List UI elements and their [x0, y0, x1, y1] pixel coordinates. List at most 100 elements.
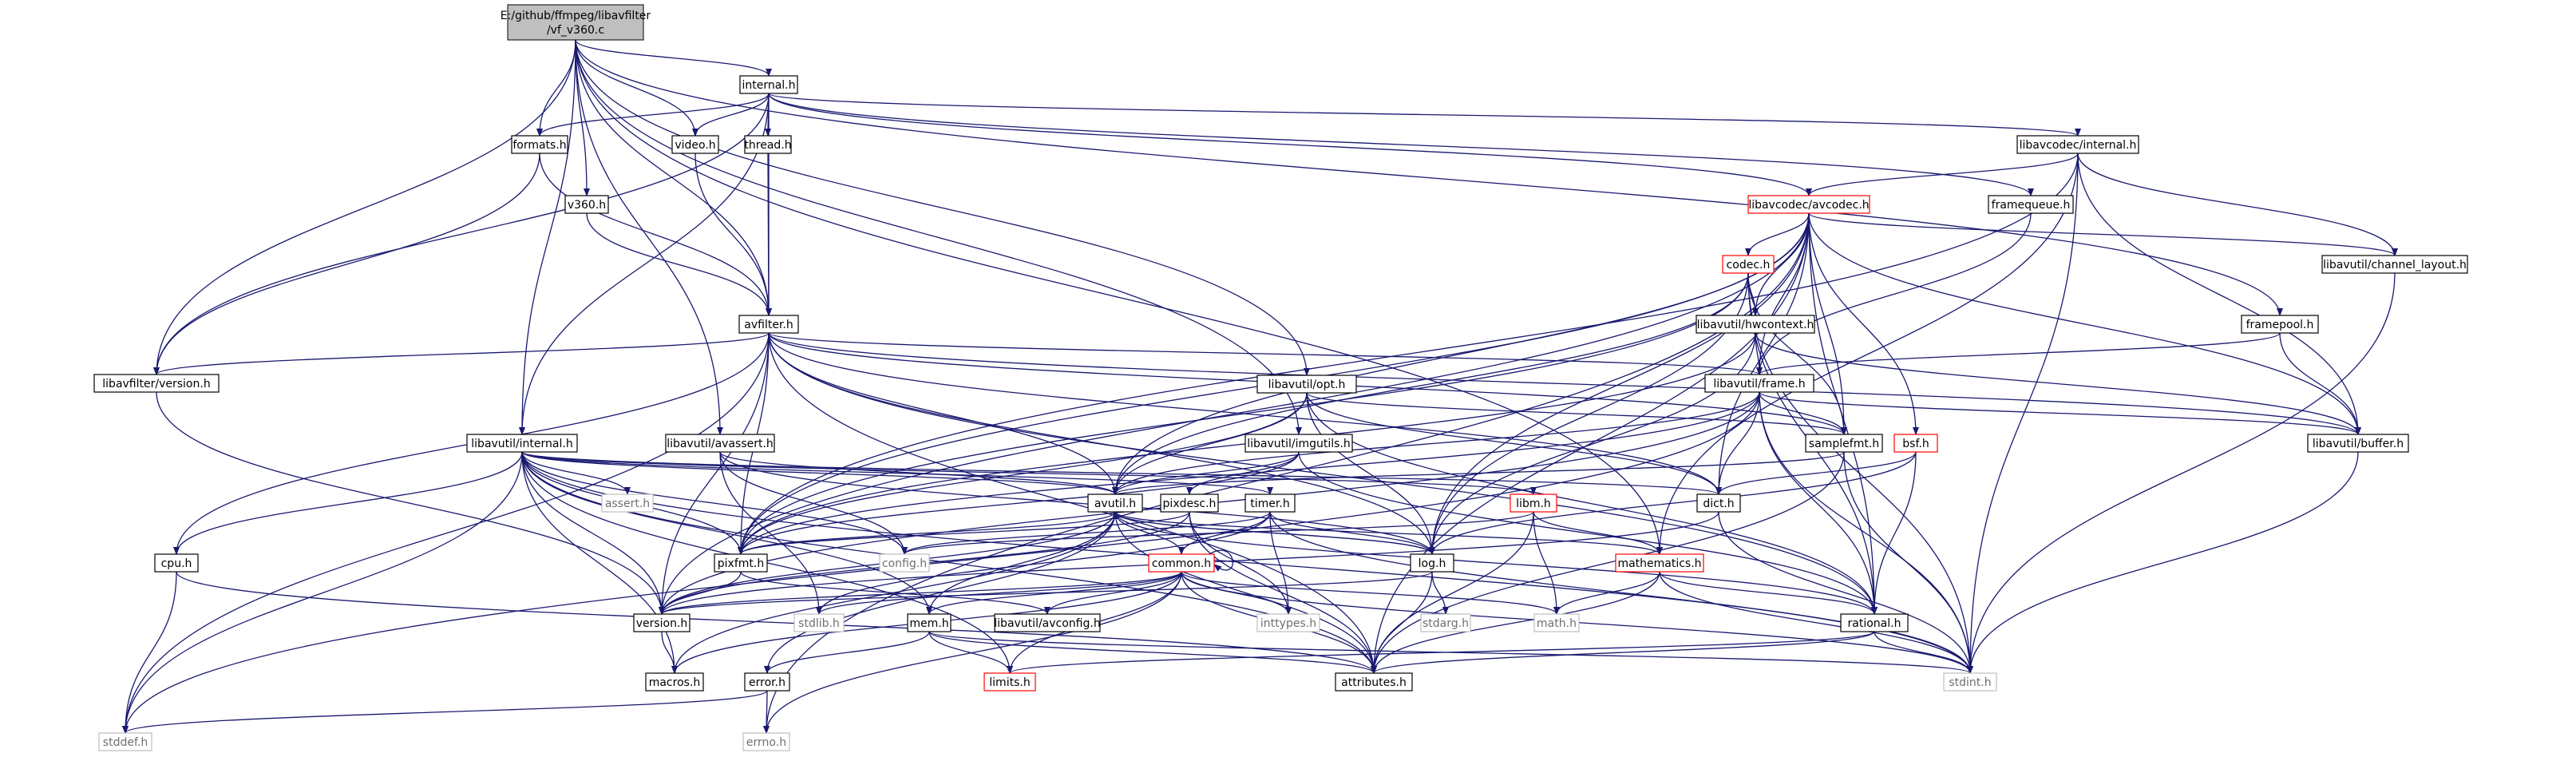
header-node-formats-h[interactable]: formats.h [511, 135, 568, 154]
header-node-v360-h[interactable]: v360.h [564, 195, 609, 214]
header-node-framepool-h[interactable]: framepool.h [2241, 315, 2319, 334]
edge-hwcontext_h-to-log_h [1429, 332, 1756, 555]
edge-root-to-mathematics_h [575, 39, 1663, 555]
edge-avcodec_h-to-buffer_h [1808, 212, 2361, 435]
edge-lavu_internal_h-to-macros_h [521, 451, 678, 674]
edge-framequeue_h-to-frame_h [1756, 212, 2032, 375]
edge-cpu_h-to-attributes_h [176, 571, 1377, 674]
edge-internal_h-to-lavu_internal_h [519, 93, 770, 435]
header-node-imgutils-h[interactable]: libavutil/imgutils.h [1244, 434, 1353, 453]
edge-avutil_h-to-mathematics_h [1114, 511, 1663, 555]
edge-avutil_h-to-pixfmt_h [738, 511, 1116, 555]
header-node-avfilter-h[interactable]: avfilter.h [738, 315, 799, 334]
edge-internal_h-to-framequeue_h [768, 93, 2034, 196]
edge-frame_h-to-pixfmt_h [738, 391, 1760, 555]
edge-lavu_internal_h-to-libm_h [521, 451, 1537, 495]
header-node-hwcontext-h[interactable]: libavutil/hwcontext.h [1696, 315, 1815, 334]
edge-version_h-to-macros_h [661, 631, 678, 674]
header-node-channel-layout-h[interactable]: libavutil/channel_layout.h [2321, 255, 2468, 274]
edge-log_h-to-attributes_h [1371, 571, 1433, 674]
header-node-timer-h[interactable]: timer.h [1244, 493, 1296, 513]
header-label-mathematics-h: mathematics.h [1617, 557, 1701, 570]
edge-internal_h-to-lavc_internal_h [768, 93, 2081, 137]
header-node-avassert-h[interactable]: libavutil/avassert.h [665, 434, 775, 453]
header-node-pixfmt-h[interactable]: pixfmt.h [714, 553, 768, 573]
header-node-avconfig-h[interactable]: libavutil/avconfig.h [994, 613, 1101, 632]
edge-root-to-imgutils_h [575, 39, 1302, 435]
edge-lavc_internal_h-to-stdint_h [1967, 153, 2079, 674]
header-label-imgutils-h: libavutil/imgutils.h [1247, 438, 1351, 450]
edge-pixfmt_h-to-avconfig_h [740, 571, 1051, 615]
edge-avcodec_h-to-dict_h [1715, 212, 1810, 495]
edge-mathematics_h-to-math_h [1553, 571, 1660, 615]
header-label-error-h: error.h [749, 676, 785, 689]
header-node-cpu-h[interactable]: cpu.h [154, 553, 199, 573]
header-node-thread-h[interactable]: thread.h [744, 135, 792, 154]
header-node-mathematics-h[interactable]: mathematics.h [1615, 553, 1704, 573]
edge-codec_h-to-pixfmt_h [738, 272, 1749, 555]
header-node-macros-h[interactable]: macros.h [645, 672, 704, 692]
edge-samplefmt_h-to-attributes_h [1371, 451, 1845, 674]
edge-avassert_h-to-stdlib_h [719, 451, 822, 615]
header-node-version-h[interactable]: version.h [633, 613, 690, 632]
edge-samplefmt_h-to-avutil_h [1112, 451, 1845, 495]
edge-libm_h-to-mathematics_h [1533, 511, 1663, 555]
header-node-pixdesc-h[interactable]: pixdesc.h [1160, 493, 1219, 513]
header-node-error-h[interactable]: error.h [744, 672, 790, 692]
edge-timer_h-to-config_h [901, 511, 1271, 555]
edge-avcodec_h-to-codec_h [1745, 212, 1810, 256]
header-node-framequeue-h[interactable]: framequeue.h [1988, 195, 2074, 214]
edge-formats_h-to-lavfi_version_h [153, 153, 540, 375]
header-label-lavc-internal-h: libavcodec/internal.h [2020, 139, 2137, 152]
header-label-stdlib-h: stdlib.h [798, 617, 840, 630]
edge-common_h-to-errno_h [763, 571, 1182, 734]
header-node-rational-h[interactable]: rational.h [1840, 613, 1909, 632]
header-node-codec-h[interactable]: codec.h [1722, 255, 1775, 274]
header-node-video-h[interactable]: video.h [671, 135, 719, 154]
header-node-config-h: config.h [879, 553, 930, 573]
header-node-dict-h[interactable]: dict.h [1696, 493, 1741, 513]
header-label-libm-h: libm.h [1516, 497, 1551, 510]
header-node-mem-h[interactable]: mem.h [907, 613, 952, 632]
header-node-lavfi-version-h[interactable]: libavfilter/version.h [93, 374, 220, 393]
edge-log_h-to-version_h [659, 571, 1433, 615]
header-label-cpu-h: cpu.h [161, 557, 192, 570]
edge-lavu_internal_h-to-cpu_h [173, 451, 523, 555]
edge-root-to-internal_h [575, 39, 772, 77]
header-node-internal-h[interactable]: internal.h [739, 75, 798, 94]
edge-rational_h-to-attributes_h [1371, 631, 1875, 674]
edge-imgutils_h-to-rational_h [1298, 451, 1878, 615]
edge-opt_h-to-samplefmt_h [1306, 392, 1847, 435]
header-label-avcodec-h: libavcodec/avcodec.h [1748, 199, 1869, 212]
header-node-inttypes-h: inttypes.h [1256, 613, 1320, 632]
edge-root-to-avassert_h [575, 39, 723, 435]
edge-common_h-to-math_h [1181, 571, 1560, 615]
header-node-avcodec-h[interactable]: libavcodec/avcodec.h [1747, 195, 1870, 214]
header-label-hwcontext-h: libavutil/hwcontext.h [1697, 319, 1814, 331]
header-node-samplefmt-h[interactable]: samplefmt.h [1805, 434, 1883, 453]
header-label-attributes-h: attributes.h [1341, 676, 1407, 689]
edge-avassert_h-to-avutil_h [719, 451, 1118, 495]
header-node-frame-h[interactable]: libavutil/frame.h [1704, 374, 1814, 393]
header-node-attributes-h[interactable]: attributes.h [1335, 672, 1413, 692]
edge-framepool_h-to-frame_h [1756, 332, 2281, 375]
header-node-buffer-h[interactable]: libavutil/buffer.h [2307, 434, 2409, 453]
header-node-avutil-h[interactable]: avutil.h [1087, 493, 1143, 513]
header-node-log-h[interactable]: log.h [1410, 553, 1454, 573]
edge-avfilter_h-to-frame_h [768, 332, 1763, 375]
edge-frame_h-to-samplefmt_h [1759, 391, 1847, 435]
header-node-opt-h[interactable]: libavutil/opt.h [1256, 375, 1357, 394]
edge-internal_h-to-lavfi_version_h [153, 93, 770, 375]
header-node-limits-h[interactable]: limits.h [983, 672, 1036, 692]
header-node-lavu-internal-h[interactable]: libavutil/internal.h [466, 434, 578, 453]
header-node-common-h[interactable]: common.h [1148, 553, 1215, 573]
header-label-opt-h: libavutil/opt.h [1268, 378, 1346, 391]
edge-avassert_h-to-log_h [719, 451, 1435, 555]
header-label-framequeue-h: framequeue.h [1992, 199, 2071, 212]
header-node-lavc-internal-h[interactable]: libavcodec/internal.h [2016, 135, 2139, 154]
header-node-libm-h[interactable]: libm.h [1510, 493, 1557, 513]
header-label-formats-h: formats.h [512, 139, 566, 152]
header-node-bsf-h[interactable]: bsf.h [1893, 434, 1938, 453]
edge-root-to-lavu_internal_h [519, 39, 576, 435]
edge-rational_h-to-limits_h [1007, 631, 1875, 674]
